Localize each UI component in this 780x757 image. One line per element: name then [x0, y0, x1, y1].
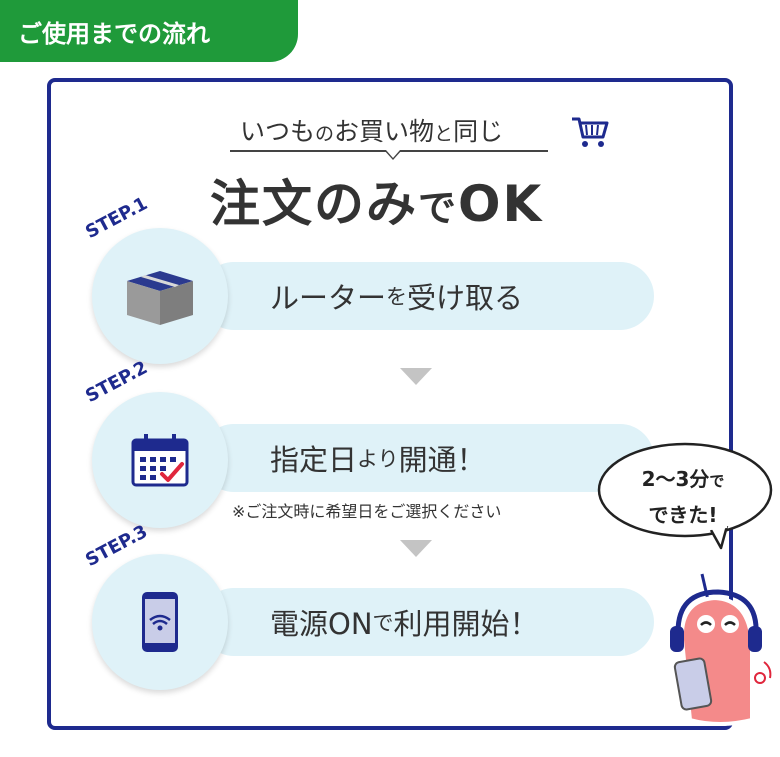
- shopping-cart-icon: [572, 117, 609, 147]
- section-title-tab: ご使用までの流れ: [0, 0, 298, 62]
- box-icon: [127, 271, 193, 325]
- lead-part: と: [434, 123, 454, 145]
- step-3-text: 電源ON: [270, 607, 373, 641]
- lead-notch-inner: [386, 150, 400, 158]
- section-title: ご使用までの流れ: [18, 19, 210, 48]
- lead-text: いつものお買い物と同じ: [240, 112, 503, 148]
- headline-part: 注文のみ: [210, 175, 418, 233]
- down-arrow-2: [400, 540, 432, 557]
- calendar-icon: [131, 434, 189, 487]
- step-2-text: より: [357, 447, 399, 471]
- lead-part: いつも: [240, 117, 316, 146]
- step-2-pill: 指定日より開通！: [200, 424, 654, 492]
- headline-part: OK: [458, 175, 544, 233]
- headline-part: で: [418, 186, 459, 230]
- lead-part: お買い物: [334, 117, 435, 146]
- bubble-part: で: [709, 472, 725, 490]
- step-1-circle: [92, 228, 228, 364]
- smartphone-wifi-icon: [142, 592, 178, 652]
- step-1-text: 受け取る: [407, 281, 524, 315]
- step-2-text: 指定日: [270, 443, 358, 477]
- bubble-part: できた!: [648, 503, 718, 527]
- lead-part: 同じ: [453, 117, 504, 146]
- step-2-text: 開通！: [398, 443, 486, 477]
- lead-part: の: [315, 123, 335, 145]
- step-2-circle: [92, 392, 228, 528]
- headline: 注文のみでOK: [210, 164, 543, 236]
- step-3-text: 利用開始！: [393, 607, 539, 641]
- step-1-text: を: [386, 285, 408, 309]
- step-1-text: ルーター: [270, 281, 387, 315]
- step-1-pill: ルーターを受け取る: [200, 262, 654, 330]
- bubble-part: 2〜3分: [641, 467, 710, 491]
- down-arrow-1: [400, 368, 432, 385]
- step-3-text: で: [372, 611, 394, 635]
- step-3-circle: [92, 554, 228, 690]
- bubble-text: 2〜3分で できた!: [598, 462, 768, 532]
- speech-bubble: [597, 442, 773, 550]
- mascot-character-icon: [670, 573, 772, 726]
- step-2-note: ※ご注文時に希望日をご選択ください: [232, 502, 502, 521]
